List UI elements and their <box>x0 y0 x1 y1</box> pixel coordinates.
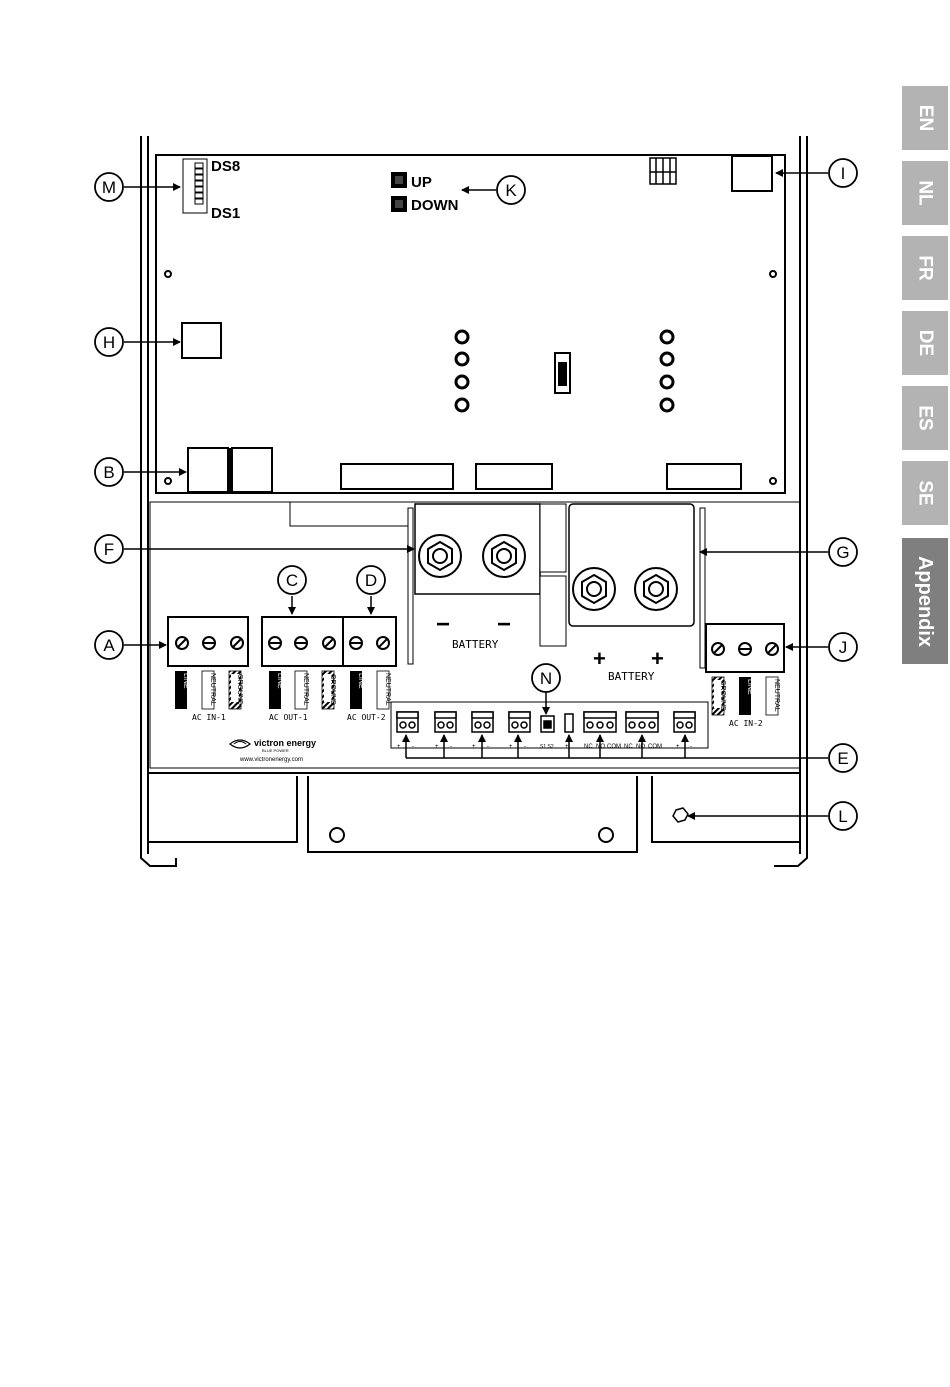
tab-label: EN <box>914 105 936 131</box>
io-nc: NC <box>584 744 593 750</box>
tab-label: SE <box>914 480 936 505</box>
control-board <box>156 155 785 493</box>
ac-in-1-label: AC IN-1 <box>192 713 226 722</box>
label-line: LINE <box>182 673 189 689</box>
partition-line <box>290 502 410 526</box>
ac-in-1-wire-labels: LINE NEUTRAL GROUND AC IN-1 <box>175 671 243 722</box>
callout-m: M <box>102 178 116 197</box>
callout-h: H <box>103 333 115 352</box>
led-indicators <box>195 163 203 204</box>
connector-h <box>182 323 221 358</box>
io-minus: - <box>412 744 414 750</box>
ac-out-1-terminal <box>262 617 343 666</box>
ac-out-2-label: AC OUT-2 <box>347 713 386 722</box>
ac-in-2-label: AC IN-2 <box>729 719 763 728</box>
label-line: LINE <box>276 673 283 689</box>
io-plus: + <box>435 744 439 750</box>
tab-de[interactable]: DE <box>902 311 948 375</box>
ac-out-2-terminal <box>343 617 396 666</box>
callout-k: K <box>505 181 517 200</box>
callout-c: C <box>286 571 298 590</box>
io-minus: - <box>690 744 692 750</box>
battery-plus-right: + <box>651 646 664 671</box>
tab-label: Appendix <box>914 555 937 646</box>
callout-a: A <box>103 636 115 655</box>
brand-name: victron energy <box>254 738 316 748</box>
battery-minus-right: − <box>497 611 511 638</box>
io-dip-label: S1 S2 <box>540 744 554 750</box>
tab-label: NL <box>914 180 936 205</box>
callout-g: G <box>836 543 849 562</box>
victron-logo: victron energy BLUE POWER www.victronene… <box>230 738 316 763</box>
io-com: COM <box>648 744 662 750</box>
bus-plate-right <box>700 508 705 668</box>
tab-fr[interactable]: FR <box>902 236 948 300</box>
ds1-label: DS1 <box>211 205 240 222</box>
down-label: DOWN <box>411 197 459 214</box>
ac-out-1-label: AC OUT-1 <box>269 713 308 722</box>
io-com: COM <box>607 744 621 750</box>
label-ground: GROUND <box>719 680 726 711</box>
callout-b: B <box>103 463 114 482</box>
down-button-face <box>395 200 403 208</box>
io-minus: - <box>524 744 526 750</box>
battery-minus-left: − <box>436 611 450 638</box>
tab-se[interactable]: SE <box>902 461 948 525</box>
battery-positive-label: BATTERY <box>608 670 655 683</box>
bus-plate-mid2 <box>540 576 566 646</box>
tab-label: DE <box>914 330 936 356</box>
callout-j: J <box>839 638 848 657</box>
tab-es[interactable]: ES <box>902 386 948 450</box>
up-button-face <box>395 176 403 184</box>
bus-plate-mid <box>540 504 566 572</box>
ac-out-2-wire-labels: LINE NEUTRAL AC OUT-2 <box>347 671 391 722</box>
label-line: LINE <box>357 673 364 689</box>
edge-connectors <box>341 464 741 489</box>
bus-plate-left <box>408 508 413 664</box>
io-plus: + <box>397 744 401 750</box>
label-line: LINE <box>746 679 753 695</box>
label-neutral: NEUTRAL <box>209 673 216 706</box>
io-nc: NC <box>624 744 633 750</box>
up-label: UP <box>411 174 432 191</box>
label-ground: GROUND <box>329 674 336 705</box>
io-minus: - <box>450 744 452 750</box>
callout-n: N <box>540 669 552 688</box>
callout-d: D <box>365 571 377 590</box>
ac-out-1-wire-labels: LINE NEUTRAL GROUND AC OUT-1 <box>269 671 336 722</box>
brand-tagline: BLUE POWER <box>262 748 289 753</box>
label-neutral: NEUTRAL <box>384 673 391 706</box>
mounting-plate <box>148 776 800 852</box>
connector-b <box>188 448 272 492</box>
callout-i: I <box>841 164 846 183</box>
tab-appendix[interactable]: Appendix <box>902 538 948 664</box>
hex-nut-l <box>673 808 688 822</box>
callout-f: F <box>104 540 114 559</box>
label-neutral: NEUTRAL <box>302 673 309 706</box>
ac-in-2-terminal <box>706 624 784 672</box>
io-plus: + <box>509 744 513 750</box>
ac-in-1-terminal <box>168 617 248 666</box>
label-ground: GROUND <box>236 674 243 705</box>
io-plus: + <box>472 744 476 750</box>
io-no: NO <box>636 744 645 750</box>
callout-e: E <box>837 749 848 768</box>
connection-diagram: DS8 DS1 UP DOWN <box>0 0 900 900</box>
tab-label: FR <box>914 255 936 280</box>
board-fuse <box>555 353 570 393</box>
callout-l: L <box>838 807 847 826</box>
ds8-label: DS8 <box>211 158 240 175</box>
ac-in-2-wire-labels: GROUND LINE NEUTRAL AC IN-2 <box>712 677 780 728</box>
label-neutral: NEUTRAL <box>773 679 780 712</box>
io-plus: + <box>676 744 680 750</box>
battery-plus-left: + <box>593 646 606 671</box>
io-minus: - <box>487 744 489 750</box>
battery-negative-label: BATTERY <box>452 638 499 651</box>
connector-i <box>732 156 772 191</box>
tab-label: ES <box>914 405 936 430</box>
brand-url: www.victronenergy.com <box>239 757 303 763</box>
tab-nl[interactable]: NL <box>902 161 948 225</box>
tab-en[interactable]: EN <box>902 86 948 150</box>
